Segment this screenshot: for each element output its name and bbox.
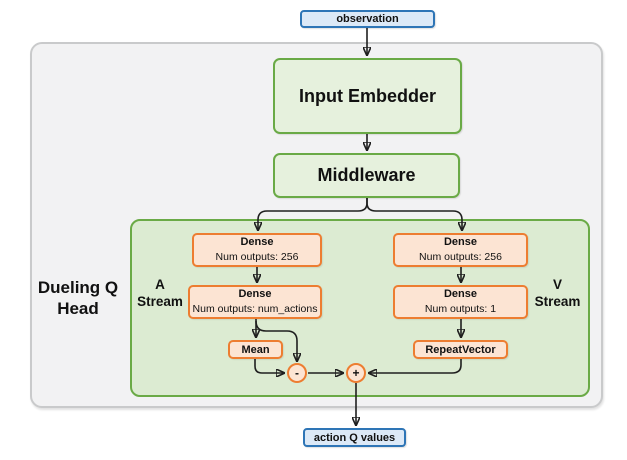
dense-a2-subtitle: Num outputs: num_actions	[192, 303, 318, 315]
input-embedder-node: Input Embedder	[273, 58, 462, 134]
repeatvector-label: RepeatVector	[425, 343, 496, 356]
dense-v2-subtitle: Num outputs: 1	[424, 303, 497, 315]
a-stream-label-line2: Stream	[137, 294, 183, 309]
mean-node: Mean	[228, 340, 283, 359]
input-embedder-label: Input Embedder	[298, 85, 436, 106]
middleware-node: Middleware	[273, 153, 460, 198]
dueling-q-head-label: Dueling Q Head	[28, 277, 128, 319]
dense-a1-title: Dense	[240, 236, 274, 248]
v-stream-label-line2: Stream	[534, 294, 581, 309]
dense-a1-text: Dense Num outputs: 256	[216, 235, 299, 265]
a-stream-label-line1: A	[155, 277, 165, 292]
dense-a1-subtitle: Num outputs: 256	[215, 251, 299, 263]
minus-operator-node: -	[287, 363, 307, 383]
mean-label: Mean	[241, 343, 270, 356]
dense-v2-node: Dense Num outputs: 1	[393, 285, 528, 319]
dense-a2-text: Dense Num outputs: num_actions	[193, 287, 318, 317]
dense-v1-title: Dense	[443, 236, 477, 248]
repeatvector-node: RepeatVector	[413, 340, 508, 359]
dense-v1-text: Dense Num outputs: 256	[419, 235, 502, 265]
dense-a2-title: Dense	[238, 288, 272, 300]
minus-operator-label: -	[295, 366, 299, 380]
observation-node: observation	[300, 10, 435, 28]
v-stream-label: V Stream	[530, 276, 585, 310]
plus-operator-node: +	[346, 363, 366, 383]
dense-v2-title: Dense	[443, 288, 477, 300]
dueling-q-head-label-line2: Head	[57, 299, 99, 318]
v-stream-label-line1: V	[552, 277, 562, 292]
observation-label: observation	[336, 13, 399, 25]
a-stream-label: A Stream	[133, 276, 187, 310]
dueling-q-head-label-line1: Dueling Q	[37, 278, 119, 297]
action-q-values-label: action Q values	[313, 431, 396, 444]
dense-v1-node: Dense Num outputs: 256	[393, 233, 528, 267]
middleware-label: Middleware	[317, 165, 416, 185]
action-q-values-node: action Q values	[303, 428, 406, 447]
plus-operator-label: +	[352, 366, 360, 380]
dense-v2-text: Dense Num outputs: 1	[425, 287, 496, 317]
dense-a2-node: Dense Num outputs: num_actions	[188, 285, 322, 319]
dense-v1-subtitle: Num outputs: 256	[419, 251, 502, 263]
dense-a1-node: Dense Num outputs: 256	[192, 233, 322, 267]
